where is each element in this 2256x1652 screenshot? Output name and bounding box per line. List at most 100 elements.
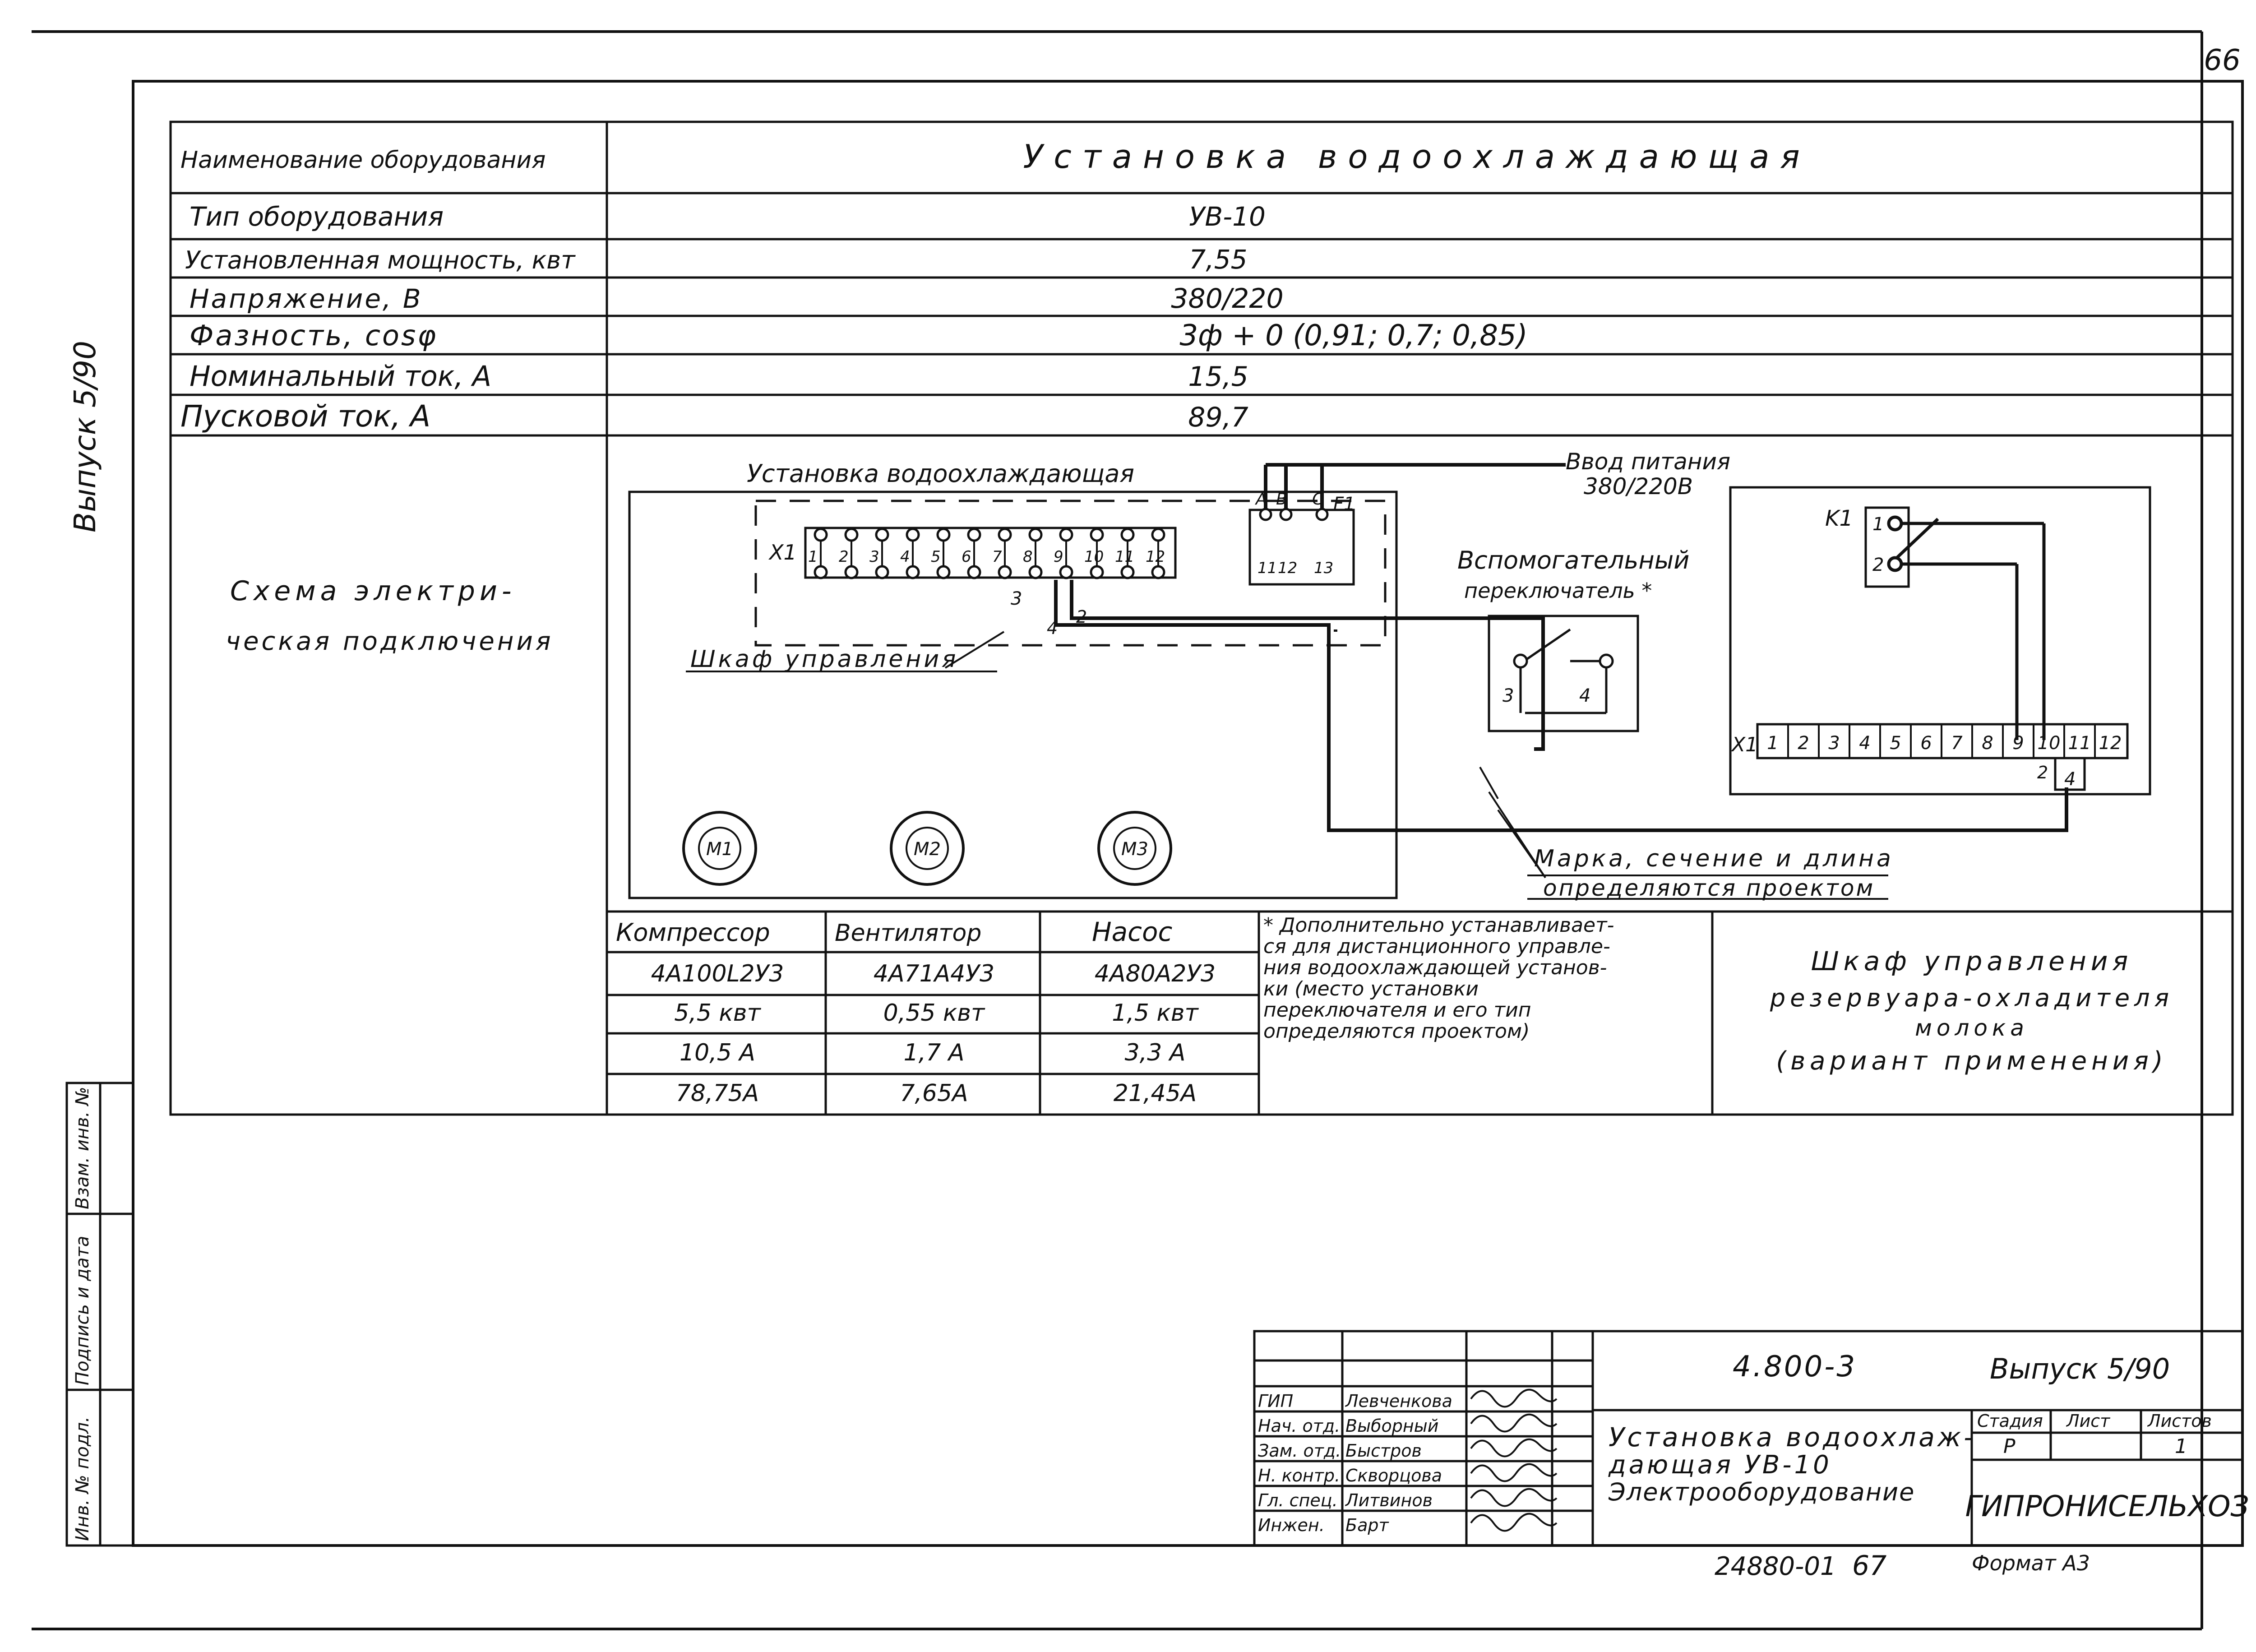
terminal-9-bottom <box>1059 565 1073 579</box>
staff-name: Литвинов <box>1345 1490 1433 1510</box>
switch-terminal-3: 3 <box>1502 685 1514 706</box>
staff-role: Н. контр. <box>1258 1466 1340 1485</box>
staff-role: Зам. отд. <box>1258 1441 1341 1461</box>
right-terminal-number: 4 <box>1859 733 1870 754</box>
cabinet-label: Шкаф управления <box>690 646 958 673</box>
footnote-line: * Дополнительно устанавливает- <box>1263 914 1614 937</box>
terminal-number: 1 <box>808 548 818 566</box>
motor-table-rows: 4А100L2У3 4А71А4У3 4А80А2У3 5,5 квт 0,55 квт… <box>651 960 1216 1107</box>
spec-label-phase: Фазность, cosφ <box>190 319 438 352</box>
wire-mark-2: 2 <box>1076 607 1087 627</box>
staff-name: Левченкова <box>1345 1391 1452 1411</box>
motor-table-cell: 3,3 А <box>1125 1039 1186 1066</box>
motor-table-cell: 5,5 квт <box>674 1000 761 1027</box>
spec-value-voltage: 380/220 <box>1171 283 1283 315</box>
issue-number: Выпуск 5/90 <box>1990 1352 2170 1385</box>
stage-value: Р <box>2003 1435 2016 1458</box>
terminal-7-top <box>998 528 1012 542</box>
right-terminal-extension <box>2054 757 2086 791</box>
right-terminal-number: 2 <box>1798 733 1809 754</box>
staff-role: Нач. отд. <box>1258 1416 1340 1436</box>
right-terminal-number: 1 <box>1767 733 1778 754</box>
unit-title: Установка водоохлаждающая <box>747 459 1134 488</box>
terminal-4-bottom <box>906 565 920 579</box>
title-line-1: Установка водоохлаж- <box>1609 1422 1976 1453</box>
fuse-label: F1 <box>1333 494 1355 514</box>
spec-label-equipment-name: Наименование оборудования <box>180 147 546 174</box>
terminal-12-bottom <box>1151 565 1165 579</box>
motor-m1-inner <box>698 827 741 870</box>
spec-value-installed-power: 7,55 <box>1189 244 1247 275</box>
spec-value-phase: 3ф + 0 (0,91; 0,7; 0,85) <box>1179 319 1527 352</box>
inventory-strip <box>65 1082 134 1547</box>
format-label: Формат А3 <box>1972 1551 2090 1575</box>
right-terminal-number: 12 <box>2099 733 2122 754</box>
stage-header: Стадия <box>1977 1411 2043 1431</box>
staff-role: Гл. спец. <box>1258 1490 1338 1510</box>
spec-label-equipment-type: Тип оборудования <box>190 201 444 232</box>
motor-header-pump: Насос <box>1092 916 1173 947</box>
terminal-number: 4 <box>900 548 910 566</box>
fuse-number: 11 <box>1257 559 1277 577</box>
terminal-number: 10 <box>1084 548 1104 566</box>
panel-caption: Шкаф управлениярезервуара-охладителямоло… <box>1770 946 2173 1076</box>
schematic-diagram: Установка водоохлаждающая Шкаф управлени… <box>628 449 2151 901</box>
panel-caption-line: (вариант применения) <box>1776 1046 2167 1076</box>
signature-mark <box>1470 1413 1558 1433</box>
right-terminal-number: 9 <box>2012 733 2024 754</box>
terminal-3-top <box>875 528 889 542</box>
motor-table-cell: 1,5 квт <box>1112 1000 1199 1027</box>
panel-caption-line: резервуара-охладителя <box>1770 984 2173 1012</box>
terminal-number: 5 <box>931 548 941 566</box>
signature-mark <box>1470 1488 1558 1507</box>
terminal-9-top <box>1059 528 1073 542</box>
control-panel-outline <box>1729 486 2151 796</box>
spec-value-starting-current: 89,7 <box>1188 402 1248 433</box>
schema-label-cont: ческая подключения <box>226 627 554 656</box>
terminal-10-bottom <box>1090 565 1104 579</box>
organization: ГИПРОНИСЕЛЬХОЗ <box>1965 1490 2249 1523</box>
motor-m1-outer <box>682 811 757 886</box>
fuse-number: 12 <box>1278 559 1297 577</box>
footnote-line: ки (место установки <box>1263 977 1479 1000</box>
copy-page: 67 <box>1852 1550 1886 1582</box>
right-terminal-number: 8 <box>1982 733 1993 754</box>
archive-number: 24880-01 <box>1715 1552 1836 1581</box>
footnote-line: переключателя и его тип <box>1263 999 1531 1022</box>
supply-voltage-label: 380/220В <box>1584 473 1693 500</box>
motor-table-cell: 4А100L2У3 <box>651 960 784 987</box>
terminal-12-top <box>1151 528 1165 542</box>
staff-name: Быстров <box>1345 1441 1422 1461</box>
staff-name: Барт <box>1345 1515 1389 1535</box>
terminal-number: 3 <box>869 548 879 566</box>
terminal-3-bottom <box>875 565 889 579</box>
title-line-3: Электрооборудование <box>1608 1478 1915 1506</box>
sheets-value: 1 <box>2175 1435 2187 1458</box>
motor-table-cell: 4А80А2У3 <box>1095 960 1216 987</box>
terminal-6-top <box>967 528 981 542</box>
terminal-4-top <box>906 528 920 542</box>
motor-table-cell: 4А71А4У3 <box>874 960 994 987</box>
title-block: 4.800-3 Выпуск 5/90 Установка водоохлаж-… <box>1608 1350 2249 1523</box>
switch-label-cont: переключатель * <box>1464 578 1652 603</box>
terminal-number: 11 <box>1115 548 1134 566</box>
relay-label: K1 <box>1825 506 1853 531</box>
page-number: 66 <box>2204 44 2240 77</box>
staff-role: ГИП <box>1258 1391 1293 1411</box>
terminal-number: 12 <box>1146 548 1165 566</box>
switch-terminal-4: 4 <box>1579 685 1590 706</box>
right-wire-mark-4: 4 <box>2064 769 2076 790</box>
terminal-number: 7 <box>992 548 1002 566</box>
cable-leader <box>1479 767 1888 900</box>
motor-table-cell: 0,55 квт <box>883 1000 985 1027</box>
wire-mark-4: 4 <box>1047 618 1058 638</box>
signature-mark <box>1470 1388 1558 1408</box>
terminal-8-top <box>1028 528 1043 542</box>
terminal-11-bottom <box>1120 565 1135 579</box>
page-number-box: 66 <box>2201 32 2241 81</box>
auxiliary-switch-box <box>1488 615 1639 732</box>
